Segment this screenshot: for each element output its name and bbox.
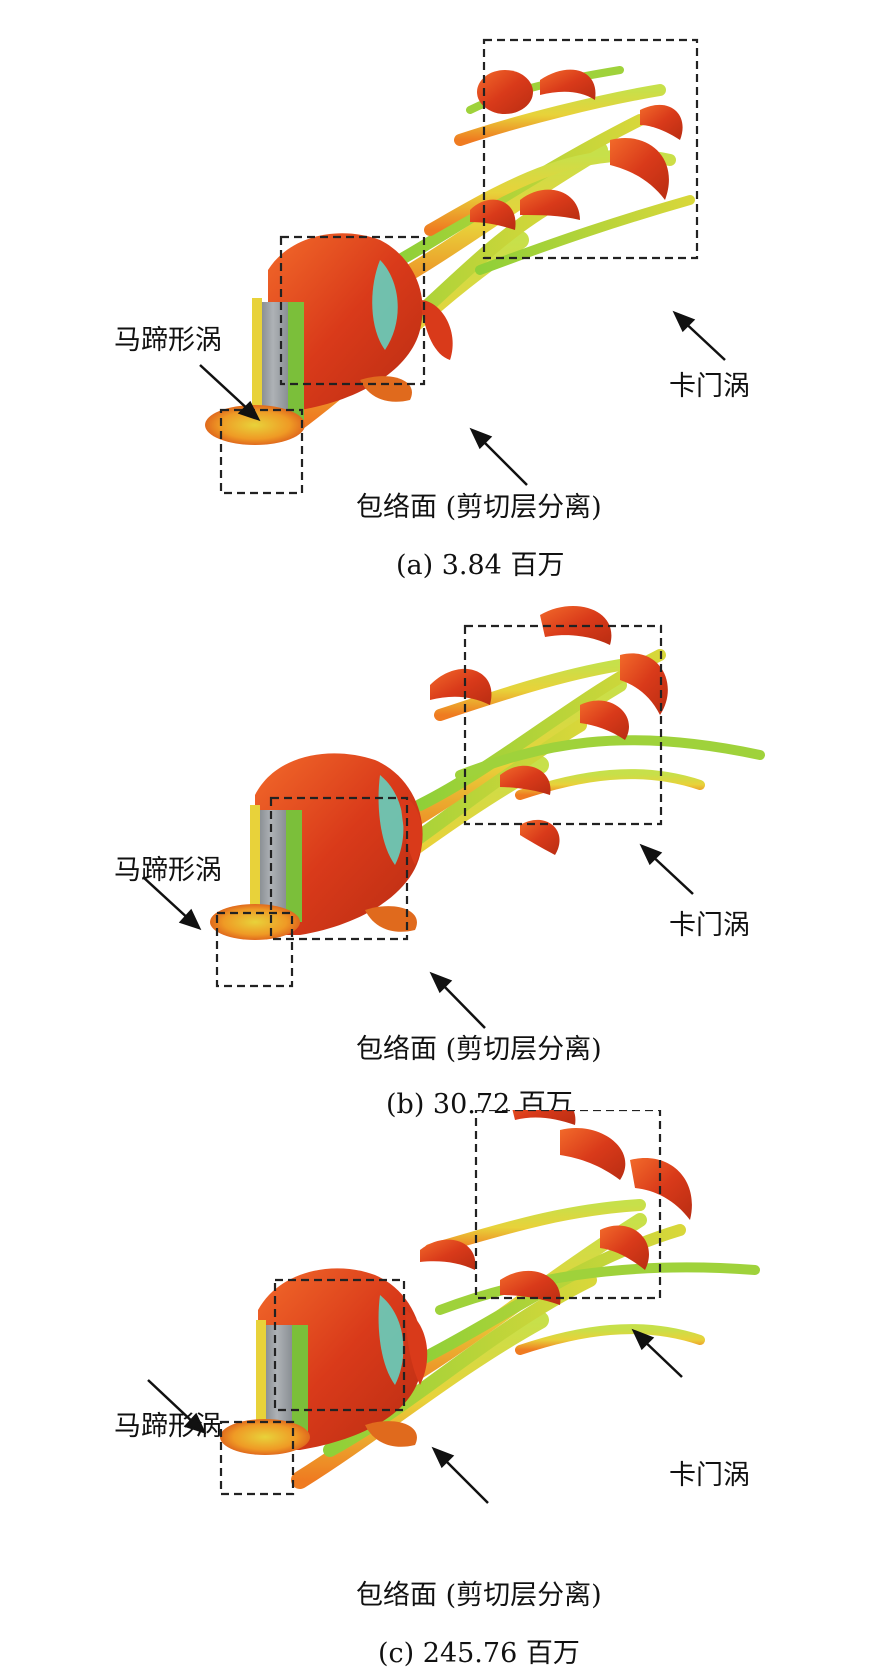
dashed-boxes [219, 1110, 662, 1496]
envelope-label: 包络面 (剪切层分离) [356, 1034, 602, 1065]
horseshoe-box [219, 408, 304, 495]
dashed-boxes [215, 624, 663, 988]
hairpin-heads [470, 69, 683, 230]
arrows [147, 1328, 683, 1504]
horseshoe-vortex-disk [205, 405, 305, 445]
envelope-box [279, 235, 426, 386]
cylinder-body [252, 298, 304, 420]
vortex-visualization-a [199, 38, 726, 495]
horseshoe-vortex-disk [210, 904, 300, 940]
karman-box [474, 1110, 662, 1300]
envelope-surface [268, 233, 453, 410]
figure-panel-a: 马蹄形涡 卡门涡 包络面 (剪切层分离) (a) 3.84 百万 [0, 0, 886, 579]
dashed-boxes [219, 38, 699, 495]
hairpin-heads [430, 606, 668, 855]
horseshoe-vortex-label: 马蹄形涡 [114, 855, 222, 886]
karman-vortex-label: 卡门涡 [669, 910, 750, 941]
horseshoe-vortex-disk [220, 1419, 310, 1455]
karman-vortex-label: 卡门涡 [669, 1460, 750, 1491]
karman-vortex-label: 卡门涡 [669, 371, 750, 402]
horseshoe-vortex-label: 马蹄形涡 [114, 325, 222, 356]
karman-box [482, 38, 699, 260]
horseshoe-vortex-label: 马蹄形涡 [114, 1411, 222, 1442]
envelope-box [269, 796, 409, 941]
horseshoe-box [219, 1420, 295, 1496]
arrows [199, 310, 726, 486]
panel-caption: (a) 3.84 百万 [396, 550, 565, 581]
horseshoe-box [215, 911, 294, 988]
figure-panel-b: 马蹄形涡 卡门涡 包络面 (剪切层分离) (b) 30.72 百万 [0, 555, 886, 1118]
arrows [142, 843, 694, 1029]
envelope-label: 包络面 (剪切层分离) [356, 1580, 602, 1611]
envelope-label: 包络面 (剪切层分离) [356, 492, 602, 523]
karman-box [463, 624, 663, 826]
vortex-visualization-b [142, 606, 765, 1029]
panel-caption: (c) 245.76 百万 [378, 1638, 580, 1669]
figure-panel-c: 马蹄形涡 卡门涡 包络面 (剪切层分离) (c) 245.76 百万 [0, 1110, 886, 1673]
vortex-visualization-c [147, 1110, 760, 1504]
